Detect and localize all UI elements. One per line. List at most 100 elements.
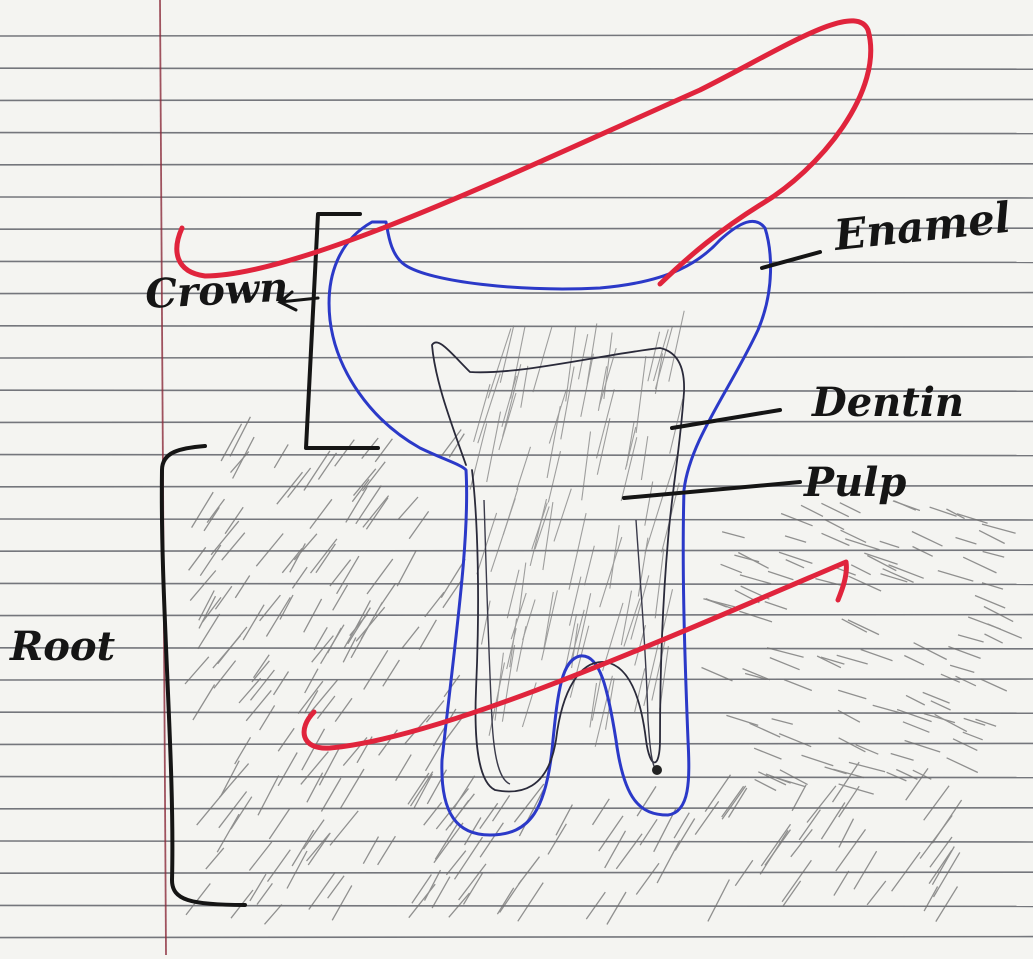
rule-line: [0, 164, 1033, 165]
dentin-label: Dentin: [811, 379, 964, 426]
rule-line: [0, 841, 1033, 842]
hatch-stroke: [309, 872, 335, 909]
hatch-stroke: [250, 874, 266, 901]
hatch-stroke: [981, 679, 1007, 691]
hatch-stroke: [530, 499, 546, 566]
hatch-stroke: [454, 776, 474, 808]
hatch-stroke: [929, 850, 952, 883]
hatch-stroke: [765, 602, 787, 610]
hatch-stroke: [839, 738, 866, 752]
hatch-stroke: [587, 323, 597, 383]
hatch-stroke: [213, 636, 241, 669]
hatch-stroke: [903, 722, 930, 733]
hatch-stroke: [260, 705, 275, 730]
hatch-stroke: [363, 496, 389, 528]
hatch-stroke: [592, 675, 601, 721]
rule-line: [0, 35, 1033, 36]
hatch-stroke: [225, 507, 243, 534]
hatch-stroke: [533, 327, 552, 392]
hatch-stroke: [721, 564, 742, 572]
hatch-stroke: [206, 848, 224, 869]
hatch-stroke: [834, 871, 849, 896]
hatch-stroke: [947, 758, 978, 773]
hatch-stroke: [600, 537, 622, 607]
hatch-stroke: [963, 557, 996, 573]
hatch-stroke: [211, 521, 239, 555]
hatch-stroke: [319, 747, 339, 785]
rule-line: [0, 197, 1033, 198]
pulp-dot: [652, 765, 662, 775]
hatch-stroke: [301, 752, 329, 785]
hatch-stroke: [478, 374, 501, 444]
hatch-stroke: [265, 905, 282, 925]
hatch-stroke: [518, 883, 543, 922]
hatch-stroke: [318, 453, 336, 480]
hatch-stroke: [597, 389, 615, 458]
hatch-stroke: [924, 887, 938, 912]
hatch-stroke: [219, 792, 247, 828]
hatch-stroke: [581, 354, 594, 417]
rule-line: [0, 68, 1033, 69]
hatch-stroke: [807, 786, 836, 823]
hatch-stroke: [450, 800, 469, 826]
hatch-stroke: [621, 437, 637, 501]
hatch-stroke: [593, 799, 610, 825]
hatch-stroke: [750, 723, 781, 737]
hatch-stroke: [521, 366, 528, 408]
hatch-stroke: [269, 809, 289, 839]
hatch-stroke: [511, 327, 525, 399]
hatch-stroke: [880, 541, 900, 547]
hatch-stroke: [979, 530, 1005, 543]
hatch-stroke: [641, 436, 647, 480]
hatch-stroke: [726, 715, 758, 725]
hatch-stroke: [935, 714, 967, 731]
hatch-stroke: [785, 536, 806, 542]
hatch-stroke: [424, 802, 442, 825]
hatch-stroke: [906, 768, 928, 800]
hatch-stroke: [425, 870, 441, 901]
hatch-stroke: [409, 511, 428, 538]
hatch-stroke: [287, 851, 307, 889]
hatch-stroke: [500, 880, 522, 913]
hatch-stroke: [383, 660, 400, 686]
hatch-stroke: [599, 816, 623, 851]
hatch-stroke: [770, 658, 800, 670]
hatch-stroke: [674, 813, 689, 839]
hatch-stroke: [502, 645, 514, 722]
hatch-stroke: [340, 769, 364, 808]
hatch-stroke: [722, 786, 746, 819]
hatch-stroke: [988, 624, 1022, 638]
hatch-stroke: [848, 620, 879, 635]
hatch-stroke: [321, 778, 341, 812]
hatch-stroke: [956, 538, 977, 545]
hatch-stroke: [330, 811, 358, 846]
hatch-stroke: [491, 498, 515, 572]
hatch-stroke: [214, 661, 236, 689]
rule-line: [0, 712, 1033, 713]
rule-line: [0, 937, 1033, 938]
hatch-stroke: [288, 468, 311, 498]
hatch-stroke: [636, 863, 659, 894]
hatch-stroke: [648, 332, 660, 382]
rule-line: [0, 133, 1033, 134]
hatch-stroke: [257, 883, 272, 904]
hatch-stroke: [278, 728, 294, 751]
hatch-stroke: [335, 698, 352, 721]
hatch-stroke: [266, 597, 290, 636]
hatch-stroke: [738, 553, 768, 569]
hatch-stroke: [378, 836, 396, 865]
hatch-stroke: [779, 734, 811, 747]
hatch-stroke: [838, 690, 866, 699]
hatch-stroke: [786, 560, 804, 568]
hatch-stroke: [570, 626, 589, 698]
hatch-stroke: [783, 881, 801, 906]
rule-line: [0, 679, 1033, 680]
hatch-stroke: [920, 815, 952, 858]
hatch-stroke: [815, 579, 845, 587]
pulp-leader: [624, 482, 800, 498]
hatch-stroke: [891, 754, 914, 761]
hatch-stroke: [488, 328, 511, 398]
hatch-stroke: [330, 560, 351, 586]
hatch-stroke: [585, 546, 595, 586]
